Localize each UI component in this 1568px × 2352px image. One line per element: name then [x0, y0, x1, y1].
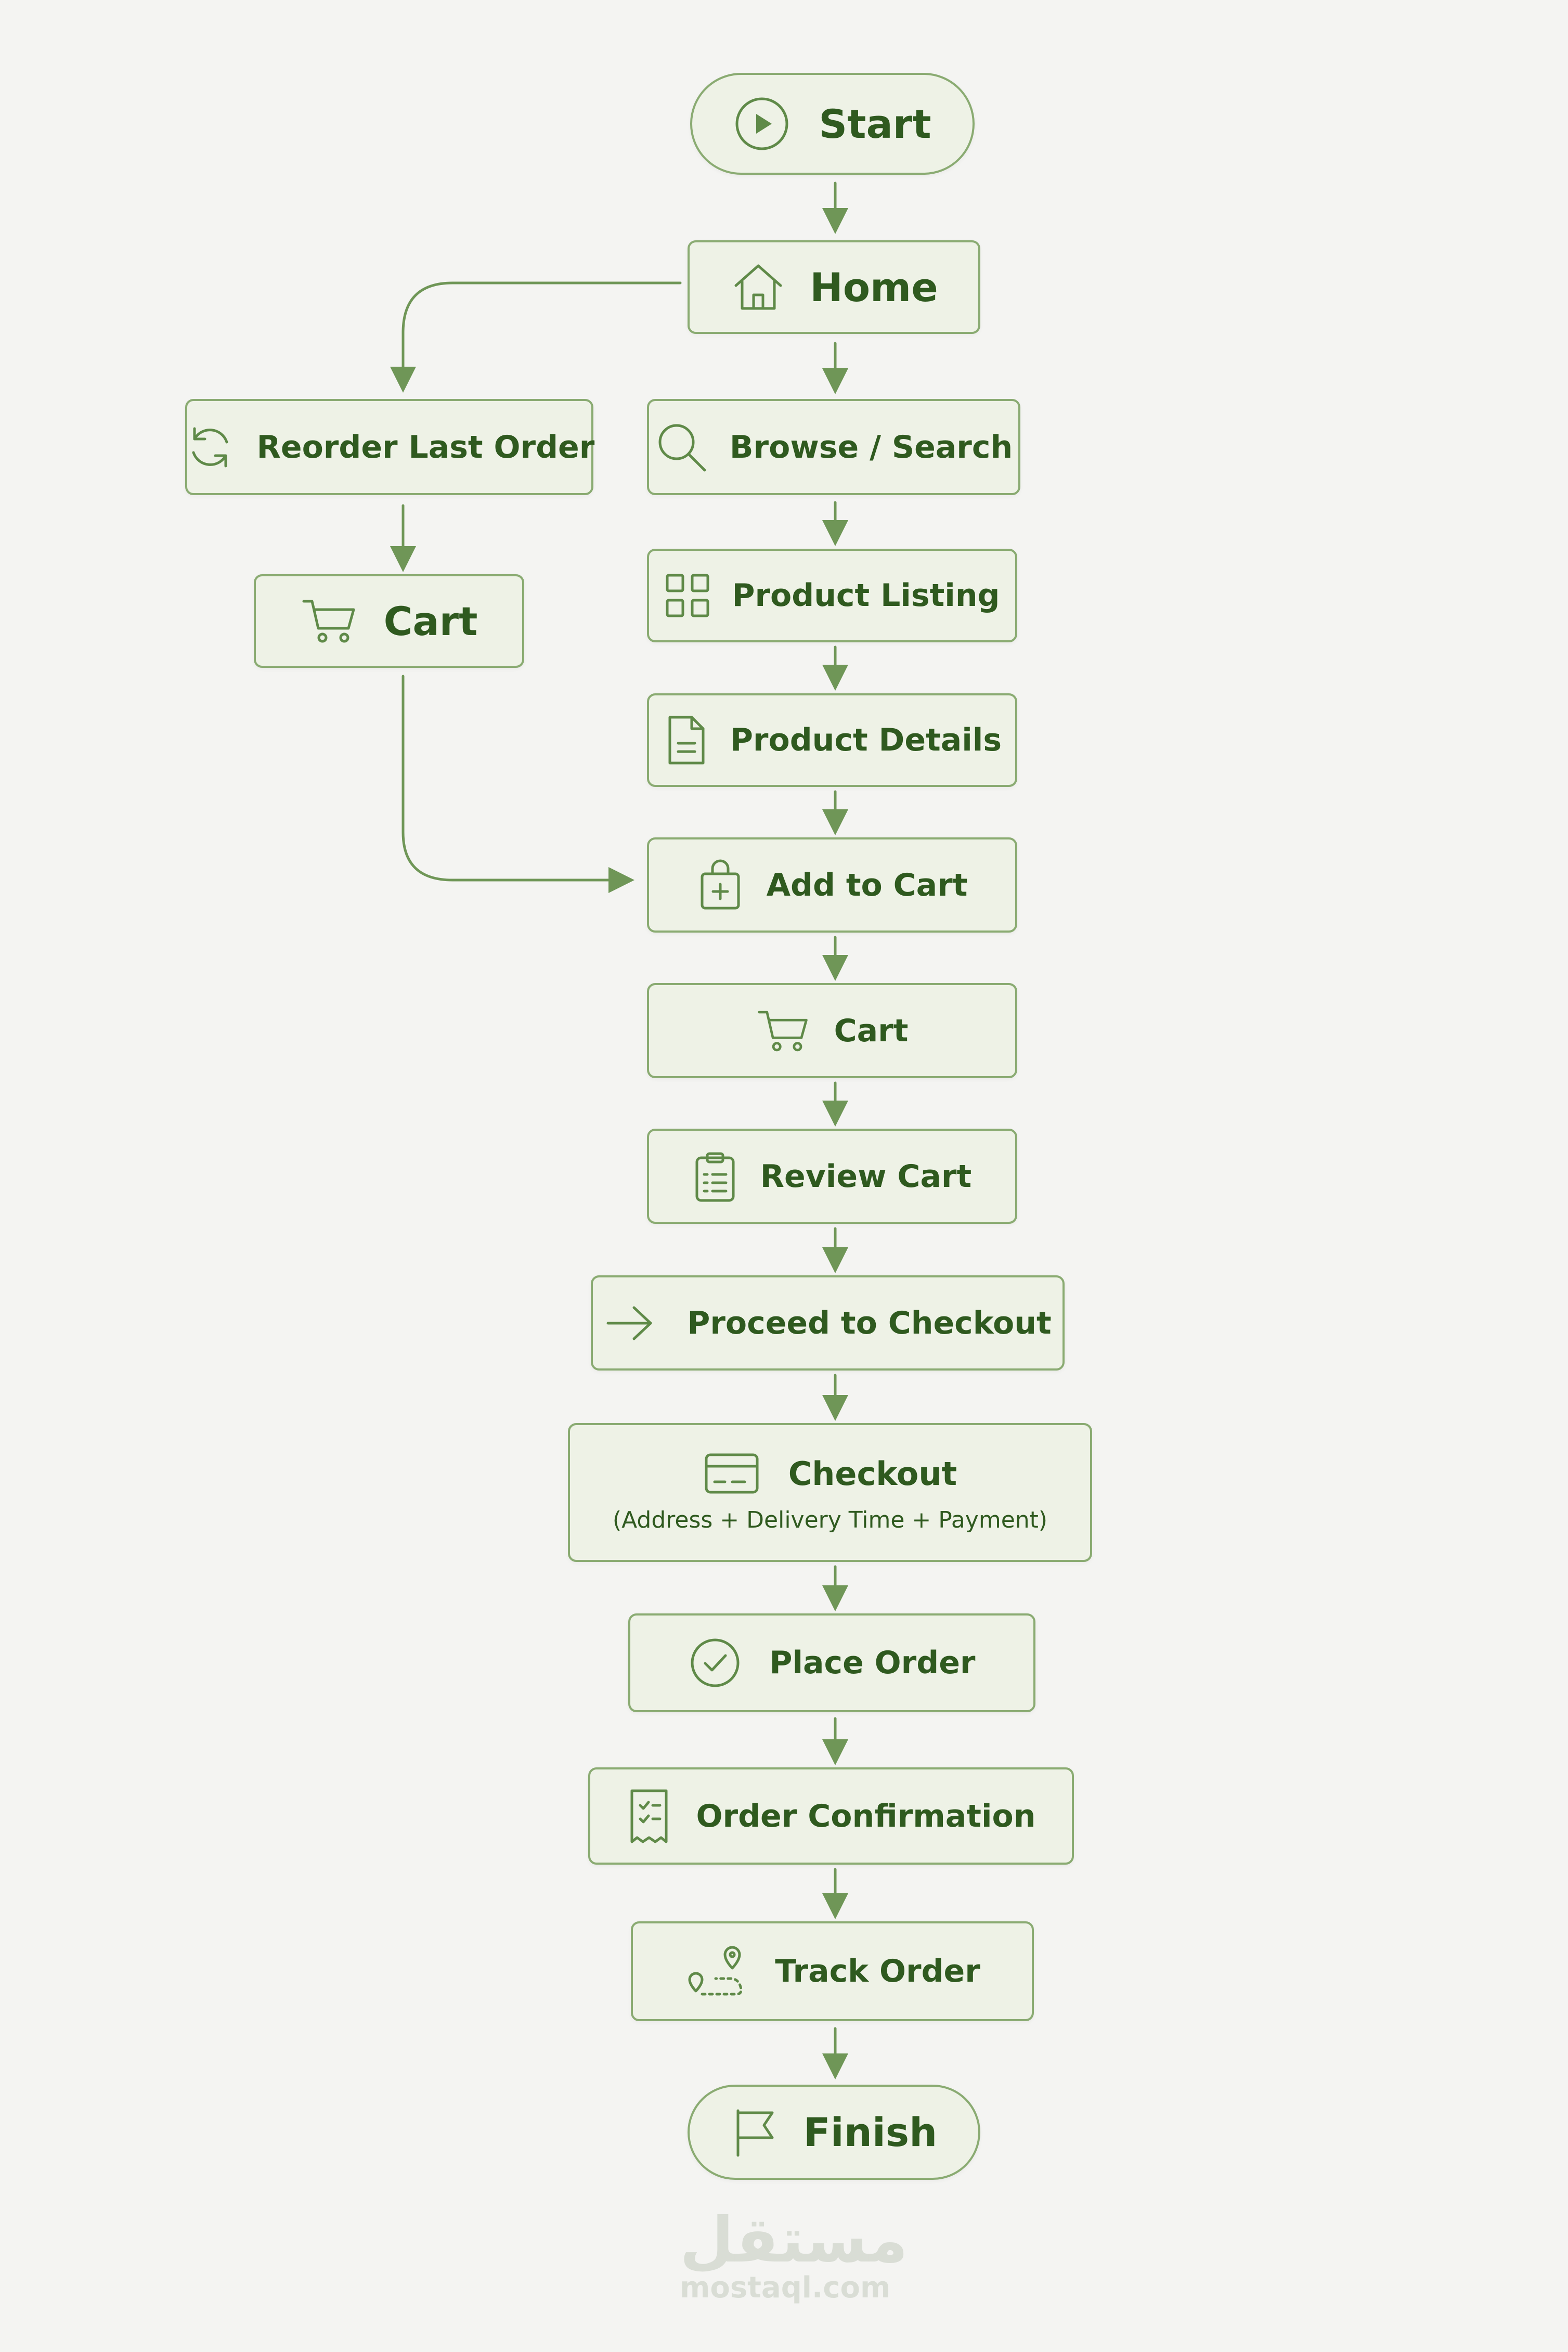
start-node: Start: [690, 73, 975, 175]
checkout-label: Checkout: [788, 1454, 957, 1493]
checkout-header: Checkout: [703, 1452, 957, 1495]
product-details-label: Product Details: [730, 722, 1002, 758]
home-node: Home: [688, 240, 980, 334]
proceed-to-checkout-node: Proceed to Checkout: [591, 1275, 1065, 1371]
track-order-label: Track Order: [775, 1953, 980, 1989]
browse-node: Browse / Search: [647, 399, 1020, 495]
product-listing-label: Product Listing: [732, 577, 1000, 614]
home-label: Home: [810, 264, 938, 311]
order-confirmation-node: Order Confirmation: [588, 1767, 1074, 1865]
receipt-icon: [627, 1788, 671, 1845]
clipboard-list-icon: [693, 1151, 737, 1203]
product-details-node: Product Details: [647, 693, 1017, 787]
cart-label: Cart: [834, 1012, 909, 1049]
shopping-cart-icon: [301, 595, 358, 647]
add-to-cart-label: Add to Cart: [766, 867, 968, 903]
review-cart-node: Review Cart: [647, 1129, 1017, 1224]
arrow-home-loop-to-reorder: [390, 281, 682, 393]
checkout-details-text: (Address + Delivery Time + Payment): [612, 1507, 1048, 1533]
check-circle-icon: [688, 1636, 742, 1690]
start-label: Start: [819, 100, 931, 147]
house-icon: [730, 259, 787, 316]
cart-left-label: Cart: [383, 598, 478, 644]
arrow-cart-left-to-add: [401, 675, 634, 893]
watermark: مستقل mostaql.com: [680, 2204, 908, 2305]
play-circle-icon: [733, 95, 791, 152]
shopping-cart-icon: [756, 1006, 810, 1056]
product-listing-node: Product Listing: [647, 549, 1017, 642]
track-order-node: Track Order: [631, 1921, 1034, 2021]
reorder-label: Reorder Last Order: [256, 429, 595, 466]
browse-label: Browse / Search: [729, 429, 1013, 466]
watermark-arabic-logo: مستقل: [680, 2204, 908, 2277]
map-route-icon: [684, 1944, 747, 1998]
finish-node: Finish: [688, 2085, 980, 2180]
flag-icon: [731, 2107, 777, 2159]
order-confirmation-label: Order Confirmation: [696, 1798, 1036, 1834]
finish-label: Finish: [803, 2109, 938, 2155]
magnifier-icon: [655, 420, 709, 474]
place-order-label: Place Order: [769, 1645, 976, 1681]
grid-icon: [664, 572, 711, 619]
reorder-node: Reorder Last Order: [184, 399, 595, 495]
review-cart-label: Review Cart: [760, 1158, 972, 1195]
credit-card-icon: [703, 1452, 760, 1495]
shopping-bag-plus-icon: [697, 859, 744, 911]
refresh-icon: [184, 421, 236, 473]
proceed-to-checkout-label: Proceed to Checkout: [687, 1304, 1052, 1341]
arrow-right-icon: [604, 1302, 656, 1344]
cart-left-node: Cart: [254, 574, 524, 668]
place-order-node: Place Order: [628, 1613, 1035, 1712]
add-to-cart-node: Add to Cart: [647, 837, 1017, 933]
watermark-url: mostaql.com: [680, 2271, 891, 2305]
checkout-node: Checkout (Address + Delivery Time + Paym…: [568, 1423, 1092, 1562]
document-icon: [663, 714, 709, 766]
cart-node: Cart: [647, 983, 1017, 1078]
